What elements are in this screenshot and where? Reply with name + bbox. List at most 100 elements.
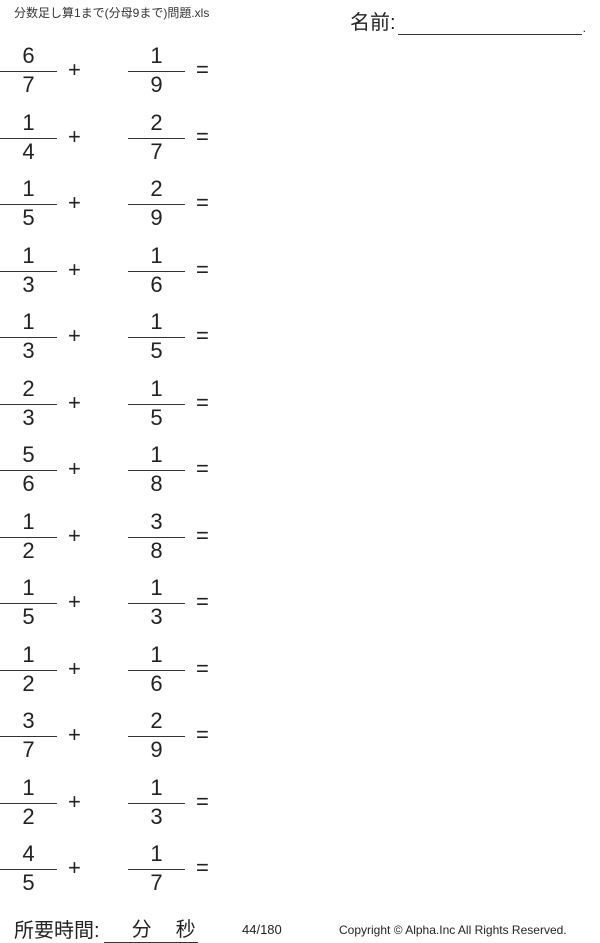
numerator: 5	[22, 442, 35, 467]
problem-row: 3 7 + 2 9 =	[0, 709, 230, 769]
numerator: 1	[150, 242, 163, 268]
numerator: 6	[22, 43, 35, 68]
numerator: 1	[150, 375, 163, 401]
equals-sign: =	[196, 57, 209, 82]
equals-sign: =	[196, 722, 209, 747]
fraction-bar	[128, 669, 185, 671]
numerator: 1	[150, 43, 163, 68]
plus-sign: +	[68, 456, 81, 481]
denominator: 6	[150, 271, 163, 297]
plus-sign: +	[68, 190, 81, 215]
plus-sign: +	[68, 389, 81, 415]
denominator: 9	[150, 72, 163, 97]
seconds-label: 秒	[175, 919, 196, 941]
fraction-bar	[128, 536, 185, 538]
numerator: 1	[22, 508, 35, 534]
fraction-bar	[128, 869, 185, 870]
numerator: 3	[150, 508, 163, 534]
numerator: 2	[150, 708, 163, 733]
fraction-bar	[128, 403, 185, 405]
plus-sign: +	[68, 589, 81, 614]
equals-sign: =	[196, 522, 209, 548]
fraction-bar	[128, 204, 185, 205]
numerator: 1	[22, 176, 35, 201]
numerator: 1	[22, 242, 35, 268]
problem-row: 1 3 + 1 5 =	[0, 310, 230, 370]
problem-row: 1 2 + 3 8 =	[0, 508, 230, 570]
denominator: 9	[150, 205, 163, 230]
plus-sign: +	[68, 256, 81, 282]
numerator: 1	[22, 109, 35, 135]
denominator: 3	[22, 271, 35, 297]
denominator: 5	[150, 404, 163, 430]
fraction-bar	[128, 470, 185, 471]
fraction-bar	[128, 802, 185, 804]
numerator: 3	[22, 708, 35, 733]
fraction-bar	[128, 270, 185, 272]
equals-sign: =	[196, 456, 209, 481]
fraction-bar	[0, 337, 57, 338]
denominator: 5	[22, 205, 35, 230]
fraction-bar	[128, 603, 185, 604]
time-label: 所要時間:	[14, 920, 100, 942]
denominator: 3	[150, 604, 163, 629]
fraction-bar	[128, 736, 185, 737]
file-title: 分数足し算1まで(分母9まで)問題.xls	[14, 6, 210, 20]
plus-sign: +	[68, 788, 81, 814]
equals-sign: =	[196, 123, 209, 149]
name-label: 名前:	[350, 12, 396, 34]
denominator: 2	[22, 670, 35, 696]
fraction-bar	[0, 536, 57, 538]
equals-sign: =	[196, 589, 209, 614]
denominator: 9	[150, 737, 163, 762]
fraction-bar	[0, 736, 57, 737]
denominator: 7	[150, 138, 163, 164]
denominator: 8	[150, 471, 163, 496]
copyright: Copyright © Alpha.Inc All Rights Reserve…	[339, 923, 567, 937]
numerator: 1	[150, 309, 163, 334]
fraction-bar	[0, 603, 57, 604]
numerator: 2	[150, 176, 163, 201]
equals-sign: =	[196, 256, 209, 282]
numerator: 1	[22, 774, 35, 800]
fraction-bar	[0, 669, 57, 671]
equals-sign: =	[196, 190, 209, 215]
name-blank[interactable]	[397, 14, 582, 35]
fraction-bar	[128, 337, 185, 338]
plus-sign: +	[68, 855, 81, 880]
denominator: 6	[150, 670, 163, 696]
denominator: 6	[22, 471, 35, 496]
name-field[interactable]: 名前: .	[350, 6, 586, 35]
numerator: 4	[22, 841, 35, 866]
denominator: 2	[22, 803, 35, 829]
numerator: 2	[22, 375, 35, 401]
plus-sign: +	[68, 722, 81, 747]
time-field: 所要時間: 分 秒	[14, 914, 198, 943]
equals-sign: =	[196, 389, 209, 415]
plus-sign: +	[68, 522, 81, 548]
denominator: 8	[150, 537, 163, 563]
fraction-bar	[128, 71, 185, 72]
page-number: 44/180	[242, 922, 282, 937]
minutes-label: 分	[131, 919, 152, 941]
problem-row: 6 7 + 1 9 =	[0, 44, 230, 104]
equals-sign: =	[196, 323, 209, 348]
time-blank[interactable]: 分 秒	[103, 919, 198, 943]
numerator: 1	[22, 575, 35, 600]
equals-sign: =	[196, 855, 209, 880]
fraction-bar	[128, 137, 185, 139]
denominator: 3	[150, 803, 163, 829]
fraction-bar	[0, 470, 57, 471]
denominator: 7	[22, 737, 35, 762]
numerator: 1	[150, 841, 163, 866]
denominator: 2	[22, 537, 35, 563]
numerator: 1	[150, 774, 163, 800]
plus-sign: +	[68, 655, 81, 681]
plus-sign: +	[68, 123, 81, 149]
denominator: 3	[22, 338, 35, 363]
denominator: 5	[150, 338, 163, 363]
problem-row: 1 5 + 1 3 =	[0, 576, 230, 636]
fraction-bar	[0, 137, 57, 139]
denominator: 5	[22, 870, 35, 895]
problem-row: 1 4 + 2 7 =	[0, 109, 230, 171]
